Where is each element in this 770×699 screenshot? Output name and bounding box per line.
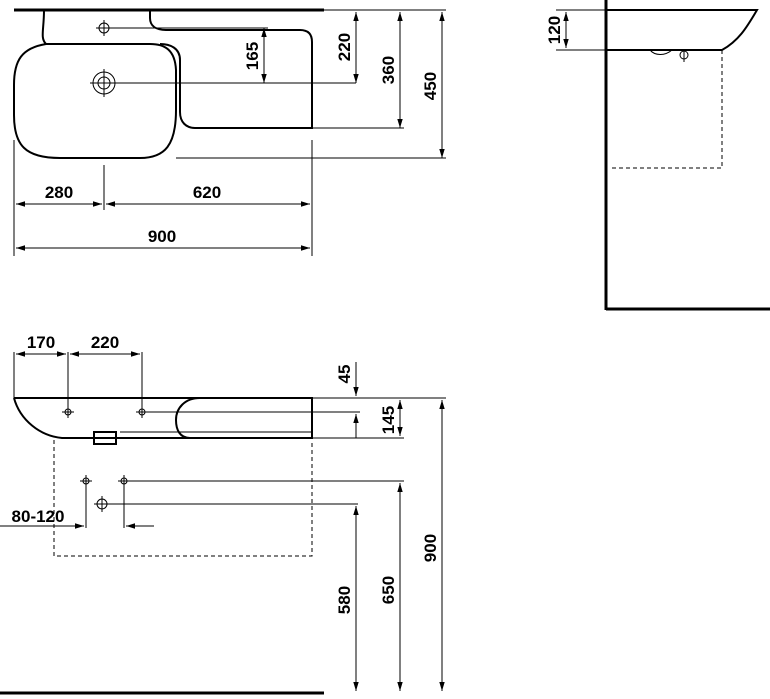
- dim-waste-spacing: 80-120: [12, 507, 65, 526]
- front-waste-outlet: [93, 431, 117, 445]
- dim-supply-height: 650: [379, 576, 398, 604]
- dim-waste-offset: 220: [335, 33, 354, 61]
- top-view: 165 220 360 450 280 620 900: [13, 8, 446, 256]
- dim-left-hole-offset: 170: [27, 333, 55, 352]
- waste-connection-icon: [94, 496, 110, 512]
- dim-total-depth: 450: [421, 72, 440, 100]
- dim-total-width: 900: [148, 227, 176, 246]
- dim-hole-spacing: 220: [91, 333, 119, 352]
- front-view: 170 220 45 145 80-120 580 650 900: [0, 333, 446, 695]
- dim-mount-height: 900: [421, 534, 440, 562]
- side-view-basin-outline: [606, 9, 759, 51]
- dim-left-width: 280: [45, 183, 73, 202]
- dim-tap-offset: 165: [243, 42, 262, 70]
- side-view: 120: [545, 0, 770, 311]
- top-view-basin-outline: [13, 9, 177, 159]
- dim-front-height: 145: [379, 406, 398, 434]
- dim-right-width: 620: [193, 183, 221, 202]
- top-view-shelf-outline: [149, 10, 313, 129]
- supply-left-icon: [80, 475, 92, 487]
- front-view-basin-outline: [13, 397, 313, 439]
- dim-waste-height: 580: [335, 586, 354, 614]
- dim-basin-depth: 360: [379, 56, 398, 84]
- dim-top-thickness: 45: [335, 365, 354, 384]
- supply-right-icon: [118, 475, 130, 487]
- dim-bowl-height: 120: [545, 16, 564, 44]
